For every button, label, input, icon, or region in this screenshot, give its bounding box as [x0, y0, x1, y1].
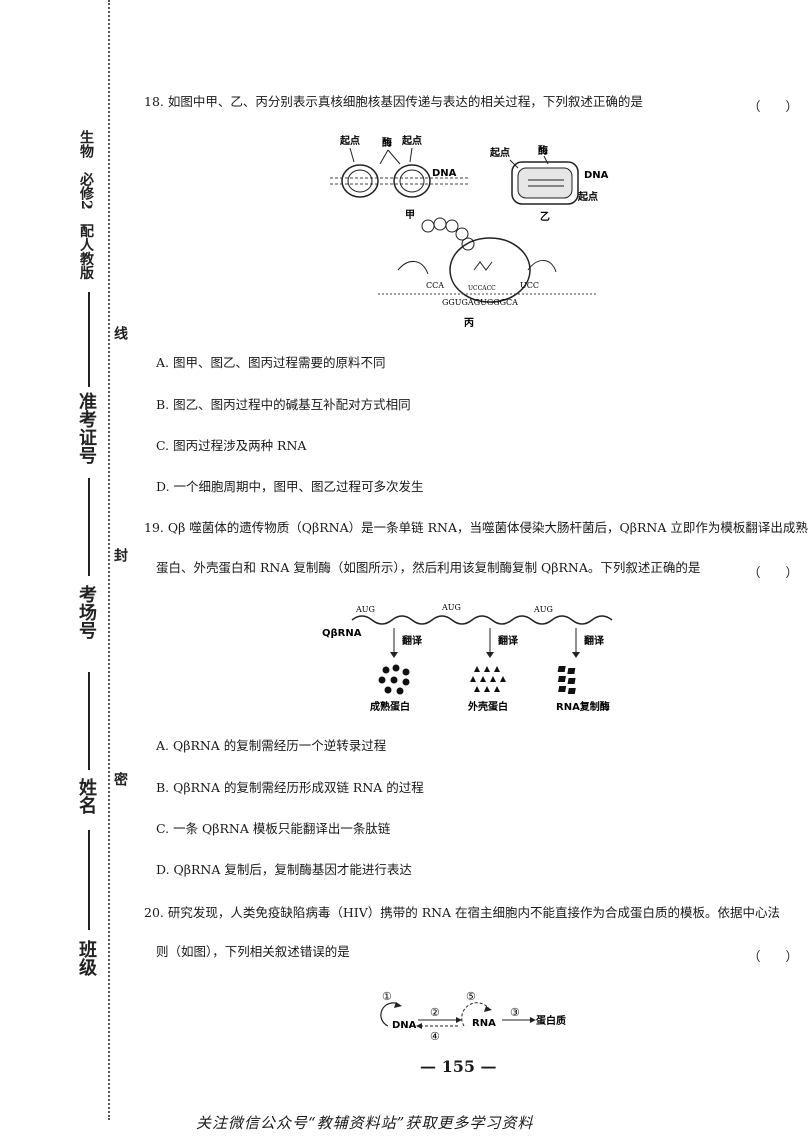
dogma-rna: RNA — [472, 1018, 496, 1029]
name-label: 姓名 — [76, 778, 97, 814]
bing-trna-left: CCA — [426, 281, 444, 290]
q19-option-a[interactable]: A. QβRNA 的复制需经历一个逆转录过程 — [156, 738, 387, 753]
subject-underline — [88, 292, 90, 387]
exam-id-field[interactable] — [88, 478, 90, 576]
mature-protein-dots — [378, 664, 410, 695]
aug-2: AUG — [441, 603, 461, 612]
figure-jia-dna-replication: 起点 酶 起点 DNA 甲 — [330, 134, 470, 221]
figure-yi-transcription: 起点 酶 DNA 起点 乙 — [489, 144, 609, 223]
subject-label: 生物 必修2 配人教版 — [78, 130, 94, 280]
jia-enzyme-label: 酶 — [382, 136, 392, 149]
exam-id-label: 准考证号 — [76, 392, 97, 464]
figure-bing-translation: UCCACC GGUGAGUGGGCA CCA UCC 丙 — [378, 217, 598, 329]
dogma-n3: ③ — [510, 1006, 520, 1019]
bing-trna-right: UCC — [520, 281, 539, 290]
figure-qbeta-rna: QβRNA AUG AUG AUG 翻译 翻译 翻译 成熟蛋白 外壳蛋白 RNA… — [322, 603, 613, 713]
q18-option-b[interactable]: B. 图乙、图丙过程中的碱基互补配对方式相同 — [156, 397, 411, 412]
yi-dna-label: DNA — [584, 170, 609, 181]
dogma-n4: ④ — [430, 1030, 440, 1043]
seal-mark-xian: 线 — [112, 326, 128, 340]
q18-stem: 18. 如图中甲、乙、丙分别表示真核细胞核基因传递与表达的相关过程，下列叙述正确… — [144, 94, 643, 109]
jia-caption: 甲 — [405, 209, 415, 221]
exam-room-field[interactable] — [88, 672, 90, 770]
dogma-n5: ⑤ — [466, 990, 476, 1003]
dogma-n2: ② — [430, 1006, 440, 1019]
q20-stem-line2: 则（如图），下列相关叙述错误的是 — [156, 944, 350, 959]
bing-mrna-sequence: GGUGAGUGGGCA — [442, 298, 518, 307]
q19-answer-paren[interactable]: （ ） — [748, 565, 799, 580]
qbeta-rna-label: QβRNA — [322, 628, 362, 639]
binding-dotted-line — [108, 0, 110, 1120]
product-coat-protein: 外壳蛋白 — [467, 700, 508, 713]
jia-dna-label: DNA — [432, 168, 457, 179]
product-mature-protein: 成熟蛋白 — [370, 700, 410, 713]
coat-protein-triangles — [470, 666, 506, 692]
bing-caption: 丙 — [464, 317, 474, 329]
name-field[interactable] — [88, 830, 90, 930]
seal-mark-feng: 封 — [112, 548, 128, 562]
yi-caption: 乙 — [540, 211, 550, 223]
q19-stem-line2: 蛋白、外壳蛋白和 RNA 复制酶（如图所示），然后利用该复制酶复制 QβRNA。… — [156, 560, 701, 575]
dogma-n1: ① — [382, 990, 392, 1003]
q19-option-c[interactable]: C. 一条 QβRNA 模板只能翻译出一条肽链 — [156, 821, 391, 836]
q18-answer-paren[interactable]: （ ） — [748, 99, 799, 114]
translate-label-3: 翻译 — [584, 634, 605, 647]
yi-enzyme-label: 酶 — [538, 144, 548, 157]
translate-label-1: 翻译 — [402, 634, 423, 647]
exam-room-label: 考场号 — [76, 585, 97, 639]
q19-option-d[interactable]: D. QβRNA 复制后，复制酶基因才能进行表达 — [156, 862, 412, 877]
jia-origin-label-2: 起点 — [401, 134, 422, 147]
q20-answer-paren[interactable]: （ ） — [748, 949, 799, 964]
q18-option-a[interactable]: A. 图甲、图乙、图丙过程需要的原料不同 — [156, 355, 386, 370]
dogma-dna: DNA — [392, 1020, 417, 1031]
q18-option-c[interactable]: C. 图丙过程涉及两种 RNA — [156, 438, 307, 453]
translate-label-2: 翻译 — [498, 634, 519, 647]
footer-promo: 关注微信公众号“教辅资料站”获取更多学习资料 — [196, 1114, 534, 1132]
yi-origin-label-1: 起点 — [489, 146, 510, 159]
page-number: — 155 — — [420, 1057, 497, 1076]
bing-anticodon: UCCACC — [468, 285, 496, 292]
class-label: 班级 — [76, 940, 97, 976]
q19-option-b[interactable]: B. QβRNA 的复制需经历形成双链 RNA 的过程 — [156, 780, 424, 795]
figure-central-dogma: ① DNA ② ④ ⑤ RNA ③ 蛋白质 — [380, 990, 566, 1043]
aug-1: AUG — [355, 605, 375, 614]
jia-origin-label-1: 起点 — [339, 134, 360, 147]
dogma-protein: 蛋白质 — [536, 1014, 566, 1027]
replicase-squares — [557, 666, 576, 694]
aug-3: AUG — [533, 605, 553, 614]
product-replicase: RNA复制酶 — [556, 700, 610, 713]
yi-origin-label-2: 起点 — [577, 190, 598, 203]
q20-stem-line1: 20. 研究发现，人类免疫缺陷病毒（HIV）携带的 RNA 在宿主细胞内不能直接… — [144, 905, 781, 920]
seal-mark-mi: 密 — [112, 772, 128, 786]
q19-stem-line1: 19. Qβ 噬菌体的遗传物质（QβRNA）是一条单链 RNA，当噬菌体侵染大肠… — [144, 520, 808, 535]
q18-option-d[interactable]: D. 一个细胞周期中，图甲、图乙过程可多次发生 — [156, 479, 424, 494]
